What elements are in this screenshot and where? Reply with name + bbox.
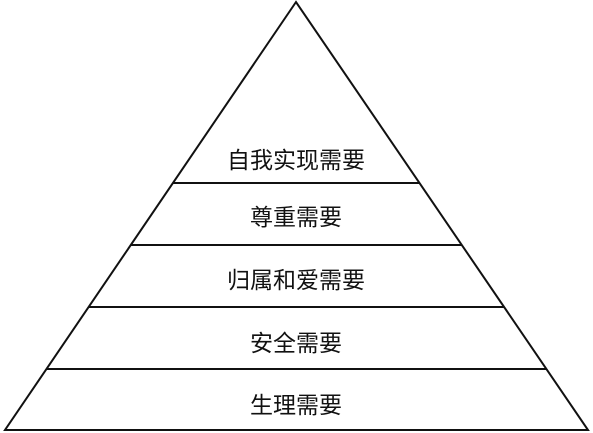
level-label-safety: 安全需要 <box>250 331 342 357</box>
level-label-esteem: 尊重需要 <box>250 205 342 231</box>
pyramid-outline <box>3 0 590 431</box>
level-label-self-actualization: 自我实现需要 <box>227 148 365 174</box>
level-label-belonging: 归属和爱需要 <box>227 268 365 294</box>
level-label-physiological: 生理需要 <box>250 393 342 419</box>
